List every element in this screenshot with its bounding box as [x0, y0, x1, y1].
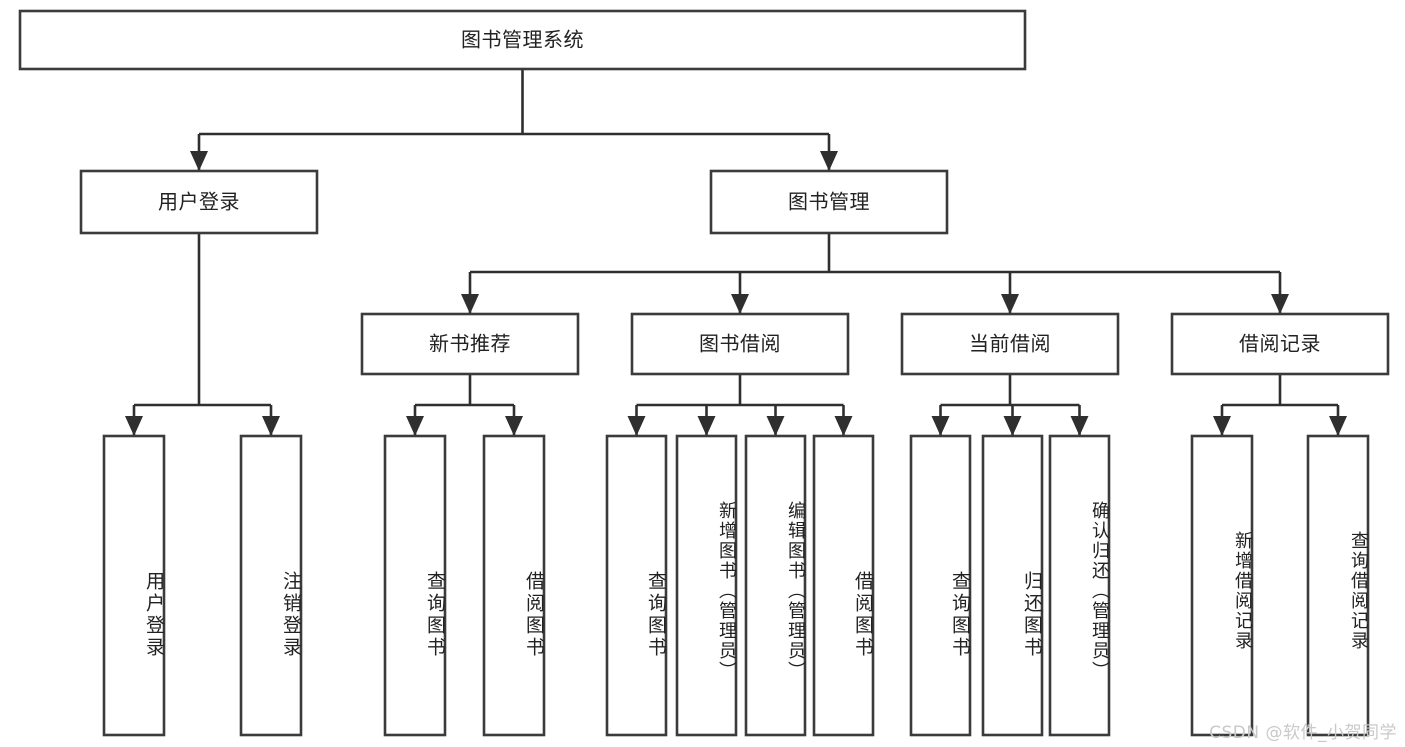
arrow-head-icon [190, 151, 208, 171]
arrow-head-icon [766, 416, 785, 436]
node-leaf-新增借阅记录-11[interactable] [1190, 434, 1254, 737]
arrow-head-icon [1070, 416, 1089, 436]
node-leaf-归还图书-9[interactable] [981, 434, 1044, 737]
csdn-watermark: CSDN @软件_小贺同学 [1209, 723, 1397, 743]
arrow-head-icon [931, 416, 950, 436]
node-level3-当前借阅-2[interactable] [900, 312, 1120, 376]
node-leaf-借阅图书-3[interactable] [482, 434, 546, 737]
node-level2-label-图书管理: 图书管理 [788, 190, 870, 214]
boxes-layer [18, 9, 1390, 737]
arrow-head-icon [1271, 294, 1289, 314]
node-leaf-查询图书-8[interactable] [909, 434, 972, 737]
node-level2-图书管理-1[interactable] [709, 169, 949, 235]
arrow-head-icon [820, 151, 838, 171]
node-level3-label-图书借阅: 图书借阅 [699, 332, 781, 356]
node-leaf-查询图书-2[interactable] [383, 434, 447, 737]
arrow-head-icon [1329, 416, 1347, 436]
node-leaf-借阅图书-7[interactable] [812, 434, 875, 737]
node-level3-label-借阅记录: 借阅记录 [1239, 332, 1321, 356]
connectors-layer [125, 69, 1347, 436]
node-level3-label-当前借阅: 当前借阅 [969, 332, 1051, 356]
node-leaf-查询借阅记录-12[interactable] [1306, 434, 1370, 737]
node-leaf-确认归还管理员-10[interactable] [1048, 434, 1111, 737]
node-level2-用户登录-0[interactable] [79, 169, 319, 235]
arrow-head-icon [461, 294, 479, 314]
arrow-head-icon [731, 294, 749, 314]
arrow-head-icon [627, 416, 646, 436]
node-leaf-编辑图书管理员-6[interactable] [744, 434, 807, 737]
node-level3-图书借阅-1[interactable] [630, 312, 850, 376]
arrow-head-icon [697, 416, 716, 436]
node-level2-label-用户登录: 用户登录 [158, 190, 240, 214]
node-level3-label-新书推荐: 新书推荐 [429, 332, 511, 356]
arrow-head-icon [505, 416, 523, 436]
node-level3-借阅记录-3[interactable] [1170, 312, 1390, 376]
arrow-head-icon [1001, 294, 1019, 314]
node-level3-新书推荐-0[interactable] [360, 312, 580, 376]
node-leaf-注销登录-1[interactable] [239, 434, 303, 737]
node-root-图书管理系统[interactable] [18, 9, 1027, 71]
arrow-head-icon [125, 416, 143, 436]
arrow-head-icon [1213, 416, 1231, 436]
arrow-head-icon [406, 416, 424, 436]
arrow-head-icon [834, 416, 853, 436]
node-root-label-图书管理系统: 图书管理系统 [461, 28, 584, 52]
node-leaf-查询图书-4[interactable] [605, 434, 668, 737]
node-leaf-用户登录-0[interactable] [102, 434, 166, 737]
arrow-head-icon [262, 416, 280, 436]
arrow-head-icon [1003, 416, 1022, 436]
node-leaf-新增图书管理员-5[interactable] [675, 434, 738, 737]
